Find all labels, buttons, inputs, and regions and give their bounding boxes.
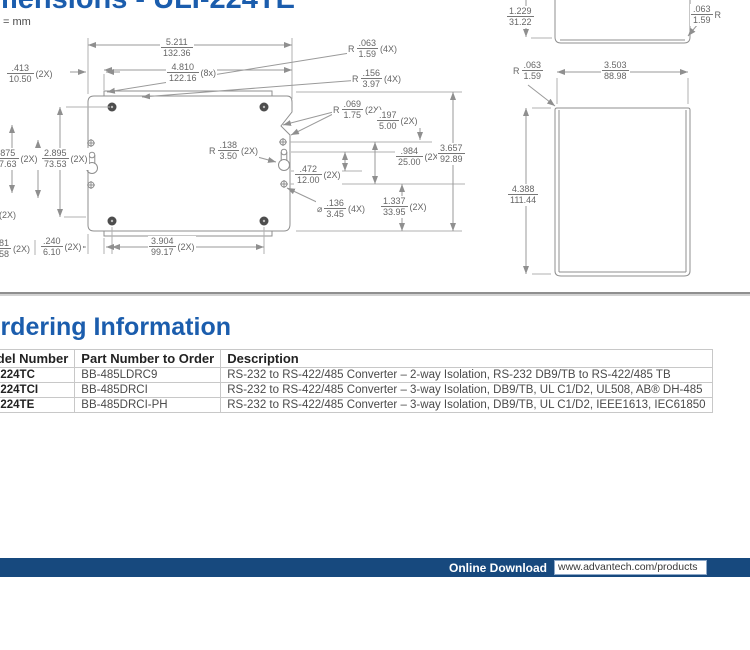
front-view-outline	[86, 90, 293, 237]
corner-screws	[107, 102, 269, 226]
part-number: BB-485DRCI-PH	[74, 397, 222, 413]
table-row: ULI-224TE BB-485DRCI-PH RS-232 to RS-422…	[0, 397, 713, 413]
download-url-link[interactable]: www.advantech.com/products	[554, 560, 707, 575]
ordering-table: Model Number Part Number to Order Descri…	[0, 349, 713, 413]
model-number: ULI-224TC	[0, 367, 76, 383]
units-legend: = mm	[3, 16, 31, 28]
model-number: ULI-224TE	[0, 397, 76, 413]
footer-bar: Online Download www.advantech.com/produc…	[0, 558, 750, 577]
dimension-lines	[9, 42, 688, 274]
description: RS-232 to RS-422/485 Converter – 2-way I…	[220, 367, 713, 383]
page-title: Dimensions - ULI-224TE	[0, 0, 295, 14]
dim-label-clipped-2x: (2X)	[0, 210, 18, 221]
side-views-outline	[554, 0, 691, 277]
section-divider	[0, 292, 750, 294]
part-number: BB-485DRCI	[74, 382, 222, 398]
online-download-label: Online Download	[449, 560, 547, 575]
table-row: ULI-224TCI BB-485DRCI RS-232 to RS-422/4…	[0, 382, 713, 398]
col-header-part: Part Number to Order	[74, 349, 222, 368]
model-number: ULI-224TCI	[0, 382, 76, 398]
col-header-model: Model Number	[0, 349, 76, 368]
part-number: BB-485LDRC9	[74, 367, 222, 383]
table-row: ULI-224TC BB-485LDRC9 RS-232 to RS-422/4…	[0, 367, 713, 383]
drawing-lines	[9, 0, 699, 277]
table-header-row: Model Number Part Number to Order Descri…	[0, 349, 713, 368]
ordering-heading: Ordering Information	[0, 313, 231, 341]
section-divider-shadow	[0, 294, 750, 296]
col-header-description: Description	[220, 349, 713, 368]
description: RS-232 to RS-422/485 Converter – 3-way I…	[220, 397, 713, 413]
description: RS-232 to RS-422/485 Converter – 3-way I…	[220, 382, 713, 398]
